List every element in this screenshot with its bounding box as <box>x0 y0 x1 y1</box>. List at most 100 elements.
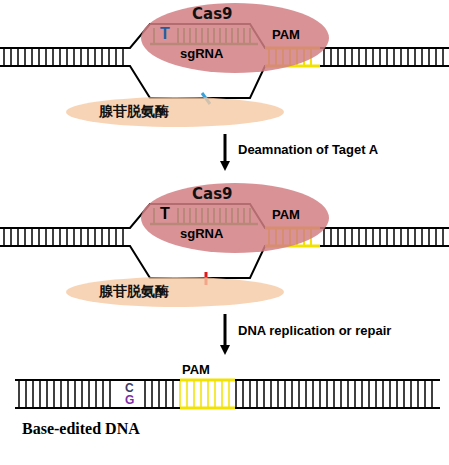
rung-stroke <box>330 48 332 66</box>
rung-stroke <box>337 228 339 246</box>
rung-stroke <box>424 380 426 408</box>
rung-stroke <box>442 228 444 246</box>
rung-stroke <box>32 380 34 408</box>
rung-stroke <box>351 48 353 66</box>
node-label: Cas9 <box>192 186 233 203</box>
rung-stroke <box>330 228 332 246</box>
rung-stroke <box>291 380 293 408</box>
ellipse-fill <box>66 277 284 307</box>
rung-stroke <box>323 228 325 246</box>
rung-stroke <box>393 228 395 246</box>
rung-stroke <box>172 380 174 408</box>
rung-stroke <box>344 48 346 66</box>
rung-stroke <box>151 380 153 408</box>
rung-stroke <box>414 48 416 66</box>
rung-stroke <box>396 380 398 408</box>
sgrna-label: sgRNA <box>180 47 223 61</box>
rung-stroke <box>428 228 430 246</box>
step-label: Deamnation of Taget A <box>238 143 378 157</box>
rung-stroke <box>368 380 370 408</box>
rung-stroke <box>24 48 26 66</box>
ellipse-fill <box>141 183 329 253</box>
rung-stroke <box>337 48 339 66</box>
rung-stroke <box>10 228 12 246</box>
rung-stroke <box>340 380 342 408</box>
rung-stroke <box>305 380 307 408</box>
rung-stroke <box>221 380 223 408</box>
rung-stroke <box>358 48 360 66</box>
rung-stroke <box>235 380 237 408</box>
base-letter: T <box>160 205 170 223</box>
rung-stroke <box>144 380 146 408</box>
rung-stroke <box>179 380 181 408</box>
rung-stroke <box>73 48 75 66</box>
rung-stroke <box>101 48 103 66</box>
rung-stroke <box>193 380 195 408</box>
rung-stroke <box>277 380 279 408</box>
rung-stroke <box>372 228 374 246</box>
sgrna-label: sgRNA <box>180 227 223 241</box>
rung-stroke <box>407 48 409 66</box>
rung-stroke <box>88 380 90 408</box>
figure-caption: Base-edited DNA <box>22 420 140 438</box>
rung-stroke <box>344 228 346 246</box>
rung-stroke <box>81 380 83 408</box>
rung-stroke <box>354 380 356 408</box>
rung-stroke <box>284 380 286 408</box>
adenosine-deaminase: 腺苷脱氨酶 <box>65 276 285 308</box>
rung-stroke <box>52 48 54 66</box>
rung-stroke <box>365 228 367 246</box>
rung-stroke <box>38 228 40 246</box>
node-label: 腺苷脱氨酶 <box>99 284 169 299</box>
rung-stroke <box>87 48 89 66</box>
rung-stroke <box>400 48 402 66</box>
rung-stroke <box>256 380 258 408</box>
rung-stroke <box>80 48 82 66</box>
rung-stroke <box>158 380 160 408</box>
rung-stroke <box>186 380 188 408</box>
rung-stroke <box>46 380 48 408</box>
rung-stroke <box>59 228 61 246</box>
rung-stroke <box>389 380 391 408</box>
pam-label: PAM <box>182 363 210 377</box>
rung-stroke <box>101 228 103 246</box>
base-letter: T <box>160 25 170 43</box>
rung-stroke <box>375 380 377 408</box>
rung-stroke <box>228 380 230 408</box>
rung-stroke <box>38 48 40 66</box>
rung-stroke <box>421 228 423 246</box>
rung-stroke <box>17 228 19 246</box>
rung-stroke <box>249 380 251 408</box>
rung-stroke <box>386 228 388 246</box>
rung-stroke <box>382 380 384 408</box>
pam-label: PAM <box>272 208 300 222</box>
rung-stroke <box>108 228 110 246</box>
rung-stroke <box>31 228 33 246</box>
rung-stroke <box>365 48 367 66</box>
rung-stroke <box>200 380 202 408</box>
rung-stroke <box>66 228 68 246</box>
rung-stroke <box>379 48 381 66</box>
rung-stroke <box>45 228 47 246</box>
rung-stroke <box>3 48 5 66</box>
rung-stroke <box>414 228 416 246</box>
rung-stroke <box>417 380 419 408</box>
rung-stroke <box>214 380 216 408</box>
rung-stroke <box>358 228 360 246</box>
rung-stroke <box>361 380 363 408</box>
ellipse-fill <box>141 3 329 73</box>
rung-stroke <box>95 380 97 408</box>
rung-stroke <box>122 228 124 246</box>
rung-stroke <box>3 228 5 246</box>
rung-stroke <box>115 48 117 66</box>
rung-stroke <box>31 48 33 66</box>
rung-stroke <box>379 228 381 246</box>
rung-stroke <box>242 380 244 408</box>
rung-stroke <box>407 228 409 246</box>
rung-stroke <box>87 228 89 246</box>
rung-stroke <box>10 48 12 66</box>
rung-stroke <box>53 380 55 408</box>
rung-stroke <box>333 380 335 408</box>
adenosine-deaminase: 腺苷脱氨酶 <box>65 96 285 128</box>
rung-stroke <box>109 380 111 408</box>
